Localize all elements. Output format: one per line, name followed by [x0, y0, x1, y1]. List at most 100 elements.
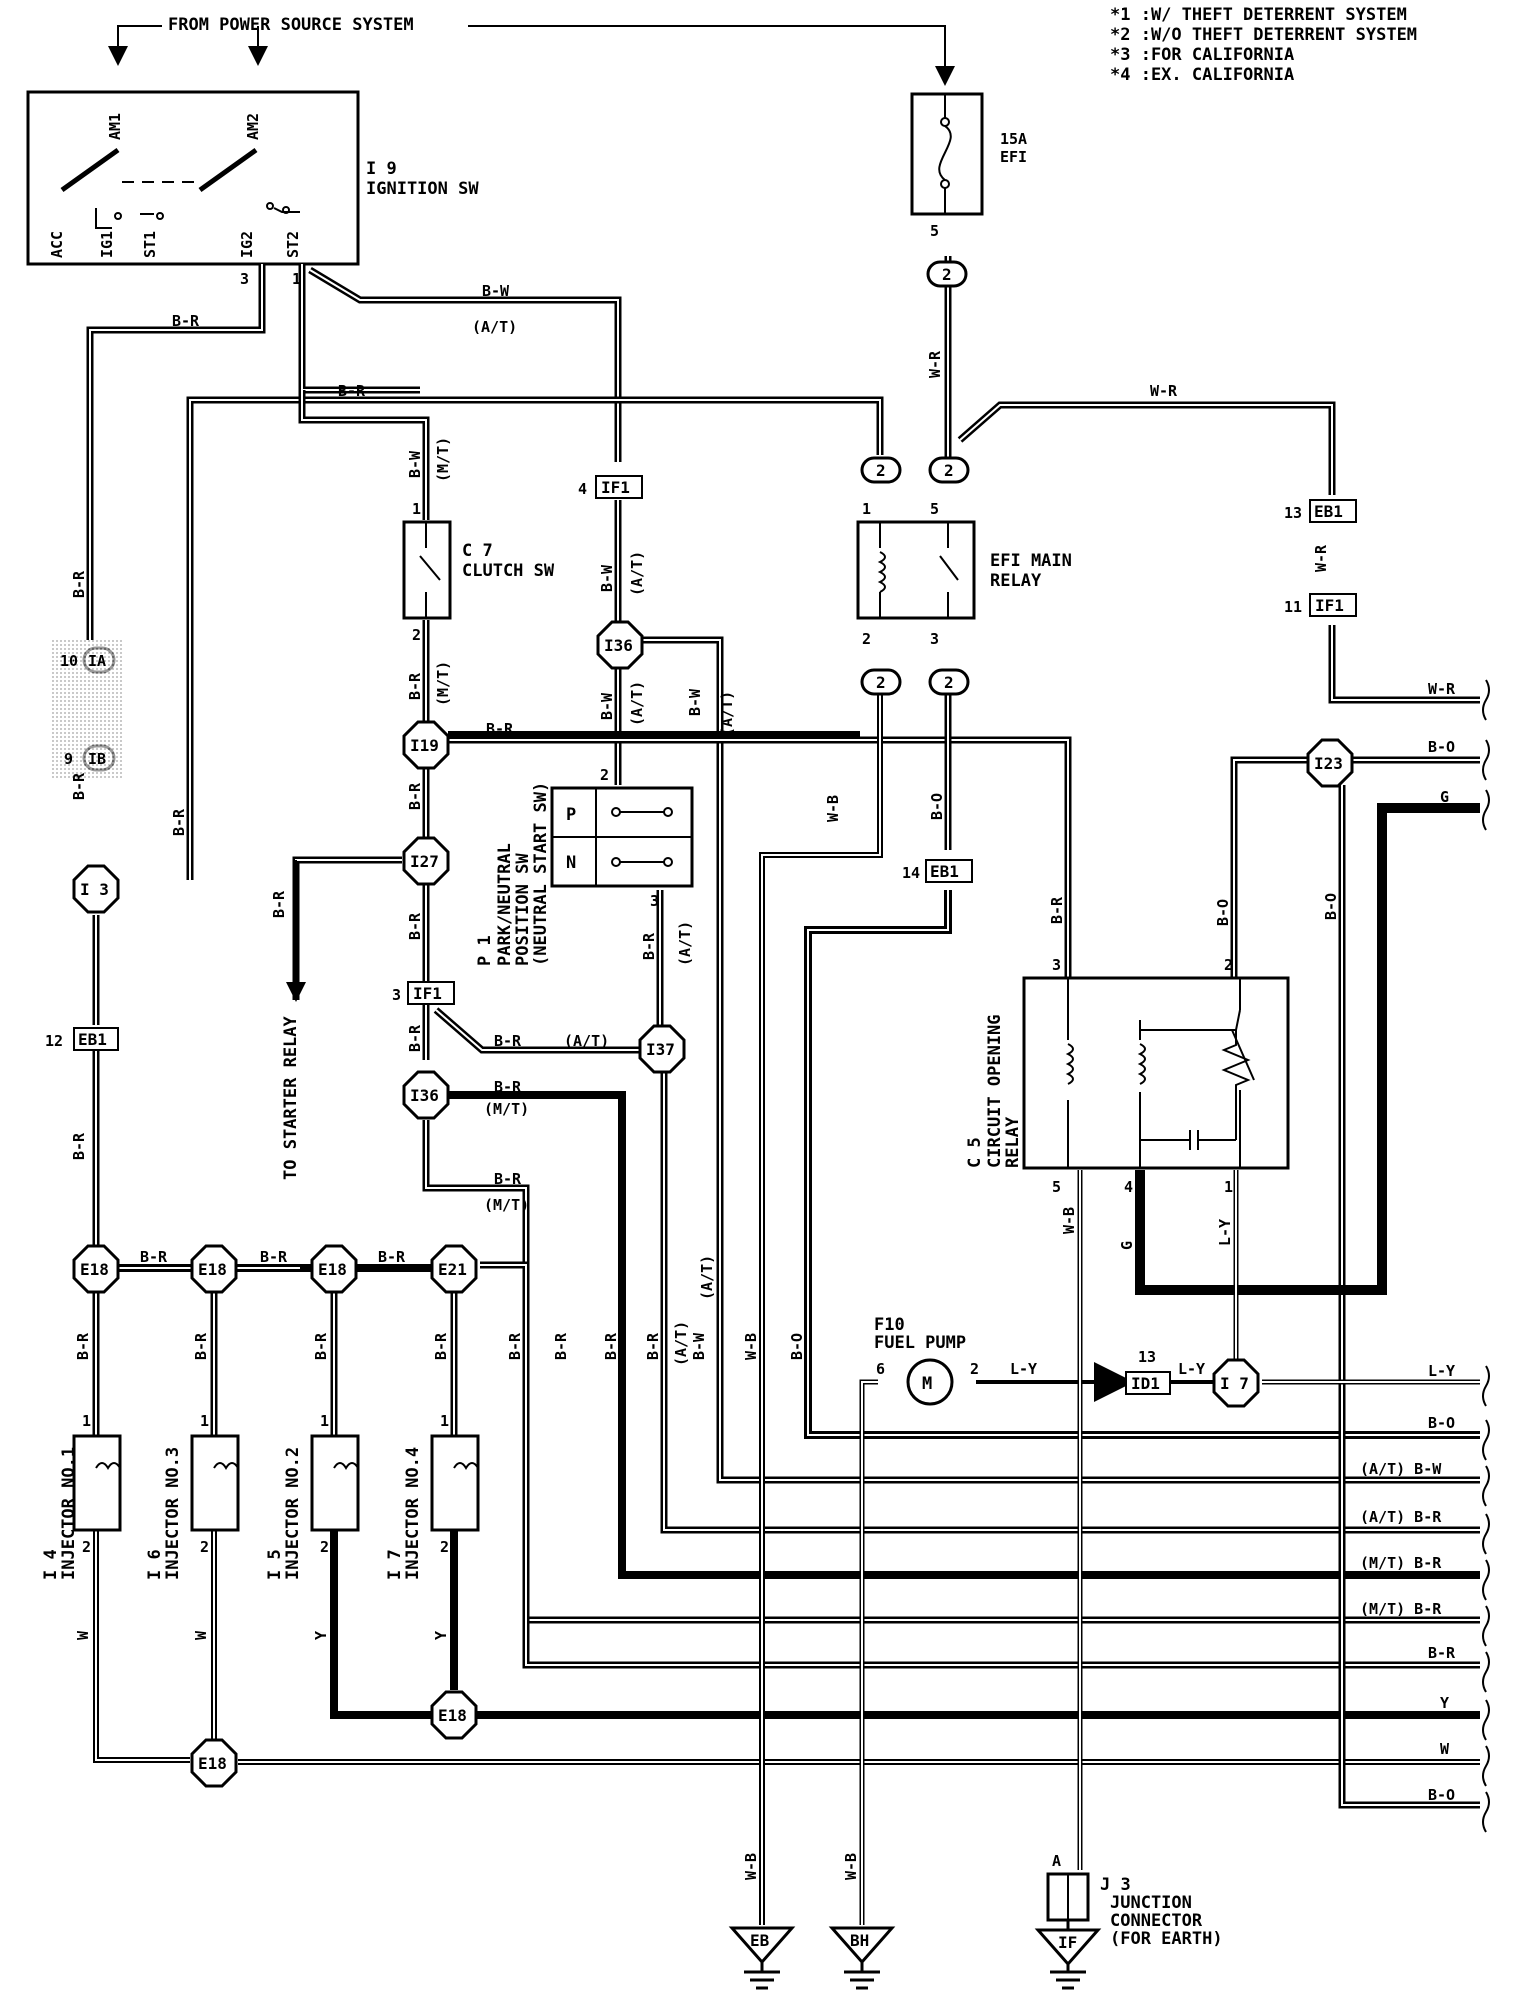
inj3-pin-1: 1	[200, 1412, 209, 1430]
term-st1: ST1	[141, 231, 159, 258]
inj1-name: INJECTOR NO.1	[59, 1447, 79, 1580]
edge-wr: W-R	[1428, 680, 1456, 698]
wl-br-9: B-R	[270, 890, 288, 918]
conn-eb1-c: EB1	[930, 862, 959, 881]
ground-if: IF	[1058, 1933, 1077, 1952]
jn-i36-b: I36	[410, 1086, 439, 1105]
clutch-sw-name: CLUTCH SW	[462, 561, 555, 581]
edge-bo-3: B-O	[1428, 1786, 1455, 1804]
wl-br-6: B-R	[70, 772, 88, 800]
cor-pin-3: 3	[1052, 956, 1061, 974]
pn-row-n: N	[566, 853, 576, 873]
pin-11: 11	[1284, 598, 1302, 616]
oval-ia: IA	[88, 652, 106, 670]
pin-10: 10	[60, 652, 78, 670]
wl-br-5: B-R	[486, 720, 514, 738]
edge-bo-1: B-O	[1428, 738, 1455, 756]
inj2-id: I 5	[265, 1549, 285, 1580]
fuse-rating: 15A	[1000, 130, 1027, 148]
wl-at-1: (A/T)	[472, 318, 517, 336]
edge-g: G	[1440, 788, 1449, 806]
wl-g-1: G	[1118, 1241, 1136, 1250]
park-neutral-switch: P N 2 3	[550, 766, 694, 910]
efi-main-relay: 1 5 2 3	[856, 500, 976, 648]
term-ig2: IG2	[238, 231, 256, 258]
ig-pin-3: 3	[240, 270, 249, 288]
pn-pin-3: 3	[650, 892, 659, 910]
clutch-switch: 1 2	[402, 500, 452, 644]
cor-name-2: RELAY	[1003, 1116, 1023, 1168]
jn-e18-2: E18	[198, 1260, 227, 1279]
pn-pin-2: 2	[600, 766, 609, 784]
oval-2-d: 2	[876, 673, 886, 692]
j3-pin-a: A	[1052, 1852, 1061, 1870]
efi-relay-name-1: EFI MAIN	[990, 551, 1072, 571]
wl-bo-4: B-O	[788, 1333, 806, 1360]
inj1-wire: W	[74, 1630, 92, 1640]
edge-at-br: (A/T) B-R	[1360, 1508, 1442, 1526]
wl-wr-3: W-R	[1312, 544, 1330, 572]
wl-ly-2: L-Y	[1010, 1360, 1037, 1378]
clutch-pin-1: 1	[412, 500, 421, 518]
wl-mt-2: (M/T)	[434, 661, 452, 706]
term-ig1: IG1	[98, 231, 116, 258]
clutch-pin-2: 2	[412, 626, 421, 644]
j3-name-1: JUNCTION	[1110, 1893, 1192, 1913]
inj4-pin-1: 1	[440, 1412, 449, 1430]
starter-relay-label: TO STARTER RELAY	[281, 1015, 301, 1180]
junction-labels: I36 I19 I27 I37 I36 I 3 I23 I 7 E18 E18 …	[80, 636, 1343, 1773]
cor-pin-4: 4	[1124, 1178, 1133, 1196]
wl-br-20: B-R	[378, 1248, 406, 1266]
conn-eb1-b: EB1	[1314, 502, 1343, 521]
pn-sw-name-3: (NEUTRAL START SW)	[531, 782, 551, 966]
efi-relay-pin-2: 2	[862, 630, 871, 648]
oval-2-e: 2	[944, 673, 954, 692]
wl-br-25: B-R	[506, 1332, 524, 1360]
term-st2: ST2	[284, 231, 302, 258]
efi-relay-pin-5: 5	[930, 500, 939, 518]
note-2: *2 :W/O THEFT DETERRENT SYSTEM	[1110, 25, 1417, 45]
wl-bo-1: B-O	[928, 793, 946, 820]
wl-at-7: (A/T)	[672, 1321, 690, 1366]
fuel-pump-name: FUEL PUMP	[874, 1333, 966, 1353]
note-3: *3 :FOR CALIFORNIA	[1110, 45, 1294, 65]
clutch-sw-id: C 7	[462, 541, 493, 561]
right-edge-labels: W-R B-O G L-Y B-O (A/T) B-W (A/T) B-R (M…	[1360, 680, 1456, 1804]
inj3-id: I 6	[145, 1549, 165, 1580]
wl-br-12: B-R	[1048, 896, 1066, 924]
fuel-pump-pin-2: 2	[970, 1360, 979, 1378]
wl-br-10: B-R	[406, 912, 424, 940]
inj2-pin-1: 1	[320, 1412, 329, 1430]
pin-9: 9	[64, 750, 73, 768]
oval-2-c: 2	[944, 461, 954, 480]
wl-wb-5: W-B	[842, 1853, 860, 1880]
fuel-pump-pin-6: 6	[876, 1360, 885, 1378]
wl-bw-6: B-W	[690, 1332, 708, 1360]
edge-mt-br-1: (M/T) B-R	[1360, 1554, 1442, 1572]
jn-i7: I 7	[1220, 1374, 1249, 1393]
wl-br-16: B-R	[70, 1132, 88, 1160]
cor-pin-5: 5	[1052, 1178, 1061, 1196]
wl-br-21: B-R	[74, 1332, 92, 1360]
inj4-name: INJECTOR NO.4	[403, 1447, 423, 1580]
wl-at-3: (A/T)	[628, 681, 646, 726]
ignition-sw-id: I 9	[366, 159, 397, 179]
efi-relay-pin-1: 1	[862, 500, 871, 518]
wl-mt-1: (M/T)	[434, 437, 452, 482]
inj2-name: INJECTOR NO.2	[283, 1447, 303, 1580]
wl-br-15: B-R	[494, 1078, 522, 1096]
edge-ly: L-Y	[1428, 1362, 1455, 1380]
jn-e18-1: E18	[80, 1260, 109, 1279]
inj1-id: I 4	[41, 1549, 61, 1580]
fuse-name: EFI	[1000, 148, 1027, 166]
conn-if1-c: IF1	[1315, 596, 1344, 615]
ground-bh: BH	[850, 1931, 869, 1950]
wl-wb-1: W-B	[824, 795, 842, 822]
pin-4: 4	[578, 480, 587, 498]
wl-at-5: (A/T)	[676, 921, 694, 966]
efi-relay-pin-3: 3	[930, 630, 939, 648]
pin-13: 13	[1284, 504, 1302, 522]
notes: *1 :W/ THEFT DETERRENT SYSTEM *2 :W/O TH…	[1110, 5, 1417, 85]
